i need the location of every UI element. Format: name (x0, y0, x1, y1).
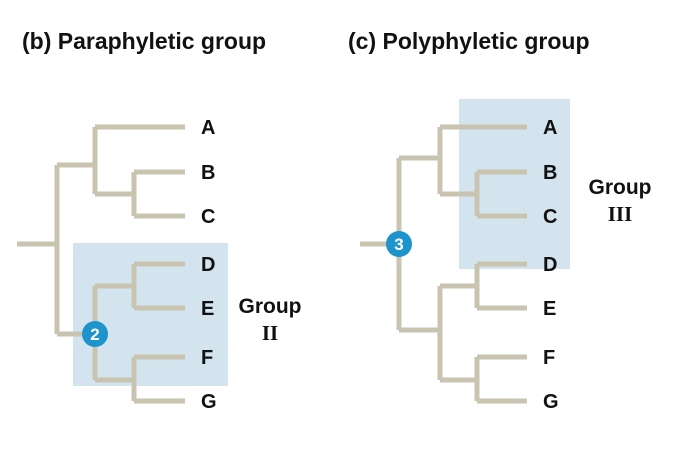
panel-c-title: (c) Polyphyletic group (348, 28, 590, 54)
group-iii-label-word: Group (589, 176, 652, 199)
taxon-label: F (201, 347, 213, 369)
taxon-label: C (543, 206, 557, 228)
polyphyletic-tree: 3 A B C D E F G Group III (360, 99, 652, 413)
taxon-label: G (201, 391, 217, 413)
group-ii-highlight (73, 243, 228, 386)
taxon-label: D (543, 254, 557, 276)
taxon-label: B (201, 162, 215, 184)
taxon-label: A (543, 117, 557, 139)
taxon-label: D (201, 254, 215, 276)
taxon-label: A (201, 117, 215, 139)
node-badge-3: 3 (386, 231, 412, 257)
taxon-label: B (543, 162, 557, 184)
group-iii-label-numeral: III (608, 202, 633, 226)
taxon-label: C (201, 206, 215, 228)
taxon-label: E (201, 298, 214, 320)
node-badge-3-number: 3 (394, 235, 403, 254)
taxon-label: G (543, 391, 559, 413)
node-badge-2-number: 2 (90, 325, 99, 344)
group-ii-label-word: Group (239, 295, 302, 318)
taxon-label: E (543, 298, 556, 320)
group-ii-label-numeral: II (262, 321, 278, 345)
node-badge-2: 2 (82, 321, 108, 347)
panel-b-title: (b) Paraphyletic group (22, 28, 267, 54)
taxon-label: F (543, 347, 555, 369)
paraphyletic-tree: 2 A B C D E F G Group II (17, 117, 302, 413)
paraphyletic-branches (17, 124, 185, 404)
